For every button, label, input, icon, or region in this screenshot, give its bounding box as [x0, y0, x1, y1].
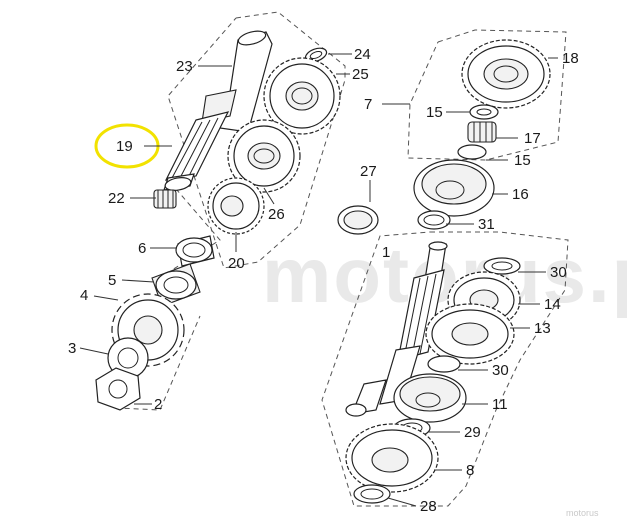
- countershaft: [163, 30, 273, 191]
- callout-22: 22: [108, 190, 125, 207]
- callout-15-lower: 15: [514, 152, 531, 169]
- callout-30-lower: 30: [492, 362, 509, 379]
- washer-15-lower: [457, 144, 487, 160]
- brand-mark: motorus: [566, 508, 599, 518]
- nut-2: [95, 367, 141, 411]
- callout-1: 1: [382, 244, 390, 261]
- callout-28: 28: [420, 498, 437, 515]
- callout-16: 16: [512, 186, 529, 203]
- callout-31: 31: [478, 216, 495, 233]
- callout-23: 23: [176, 58, 193, 75]
- callout-labels: 24 23 25 19 26 22 20 6 5 4 3 2 18 7 15 1…: [68, 46, 579, 515]
- ring-27: [337, 205, 379, 235]
- callout-13: 13: [534, 320, 551, 337]
- gear-8: [345, 423, 439, 493]
- callout-30-top: 30: [550, 264, 567, 281]
- lock-washer-3: [107, 337, 149, 379]
- callout-11: 11: [492, 396, 508, 413]
- gear-26: [227, 119, 301, 193]
- callout-2: 2: [154, 396, 162, 413]
- callout-7: 7: [364, 96, 372, 113]
- right-shaft-assembly-outline: [321, 29, 569, 507]
- bushing-6: [175, 235, 215, 267]
- callout-18: 18: [562, 50, 579, 67]
- callout-25: 25: [352, 66, 369, 83]
- circlip-31: [417, 210, 451, 230]
- circlip-28: [353, 484, 391, 504]
- callout-6: 6: [138, 240, 146, 257]
- callout-26: 26: [268, 206, 285, 223]
- callout-14: 14: [544, 296, 561, 313]
- callout-3: 3: [68, 340, 76, 357]
- callout-27: 27: [360, 163, 377, 180]
- callout-20: 20: [228, 255, 245, 272]
- callout-17: 17: [524, 130, 541, 147]
- gear-11: [393, 373, 467, 423]
- callout-5: 5: [108, 272, 116, 289]
- gear-25: [263, 57, 341, 135]
- gear-18: [461, 39, 551, 109]
- gear-20: [207, 177, 265, 235]
- washer-30-lower: [427, 355, 461, 373]
- needle-bearing-22: [153, 189, 177, 209]
- gear-13: [425, 303, 515, 365]
- leader-lines: [79, 53, 558, 507]
- bearing-17: [467, 121, 497, 143]
- callout-19: 19: [116, 138, 133, 155]
- bearing-5: [151, 263, 201, 307]
- washer-30-top: [483, 257, 521, 275]
- callout-15-top: 15: [426, 104, 443, 121]
- callout-8: 8: [466, 462, 474, 479]
- callout-29: 29: [464, 424, 481, 441]
- gear-16: [413, 159, 495, 217]
- callout-24: 24: [354, 46, 371, 63]
- washer-15-top: [469, 104, 499, 120]
- mainshaft-1: [345, 241, 448, 417]
- callout-4: 4: [80, 287, 88, 304]
